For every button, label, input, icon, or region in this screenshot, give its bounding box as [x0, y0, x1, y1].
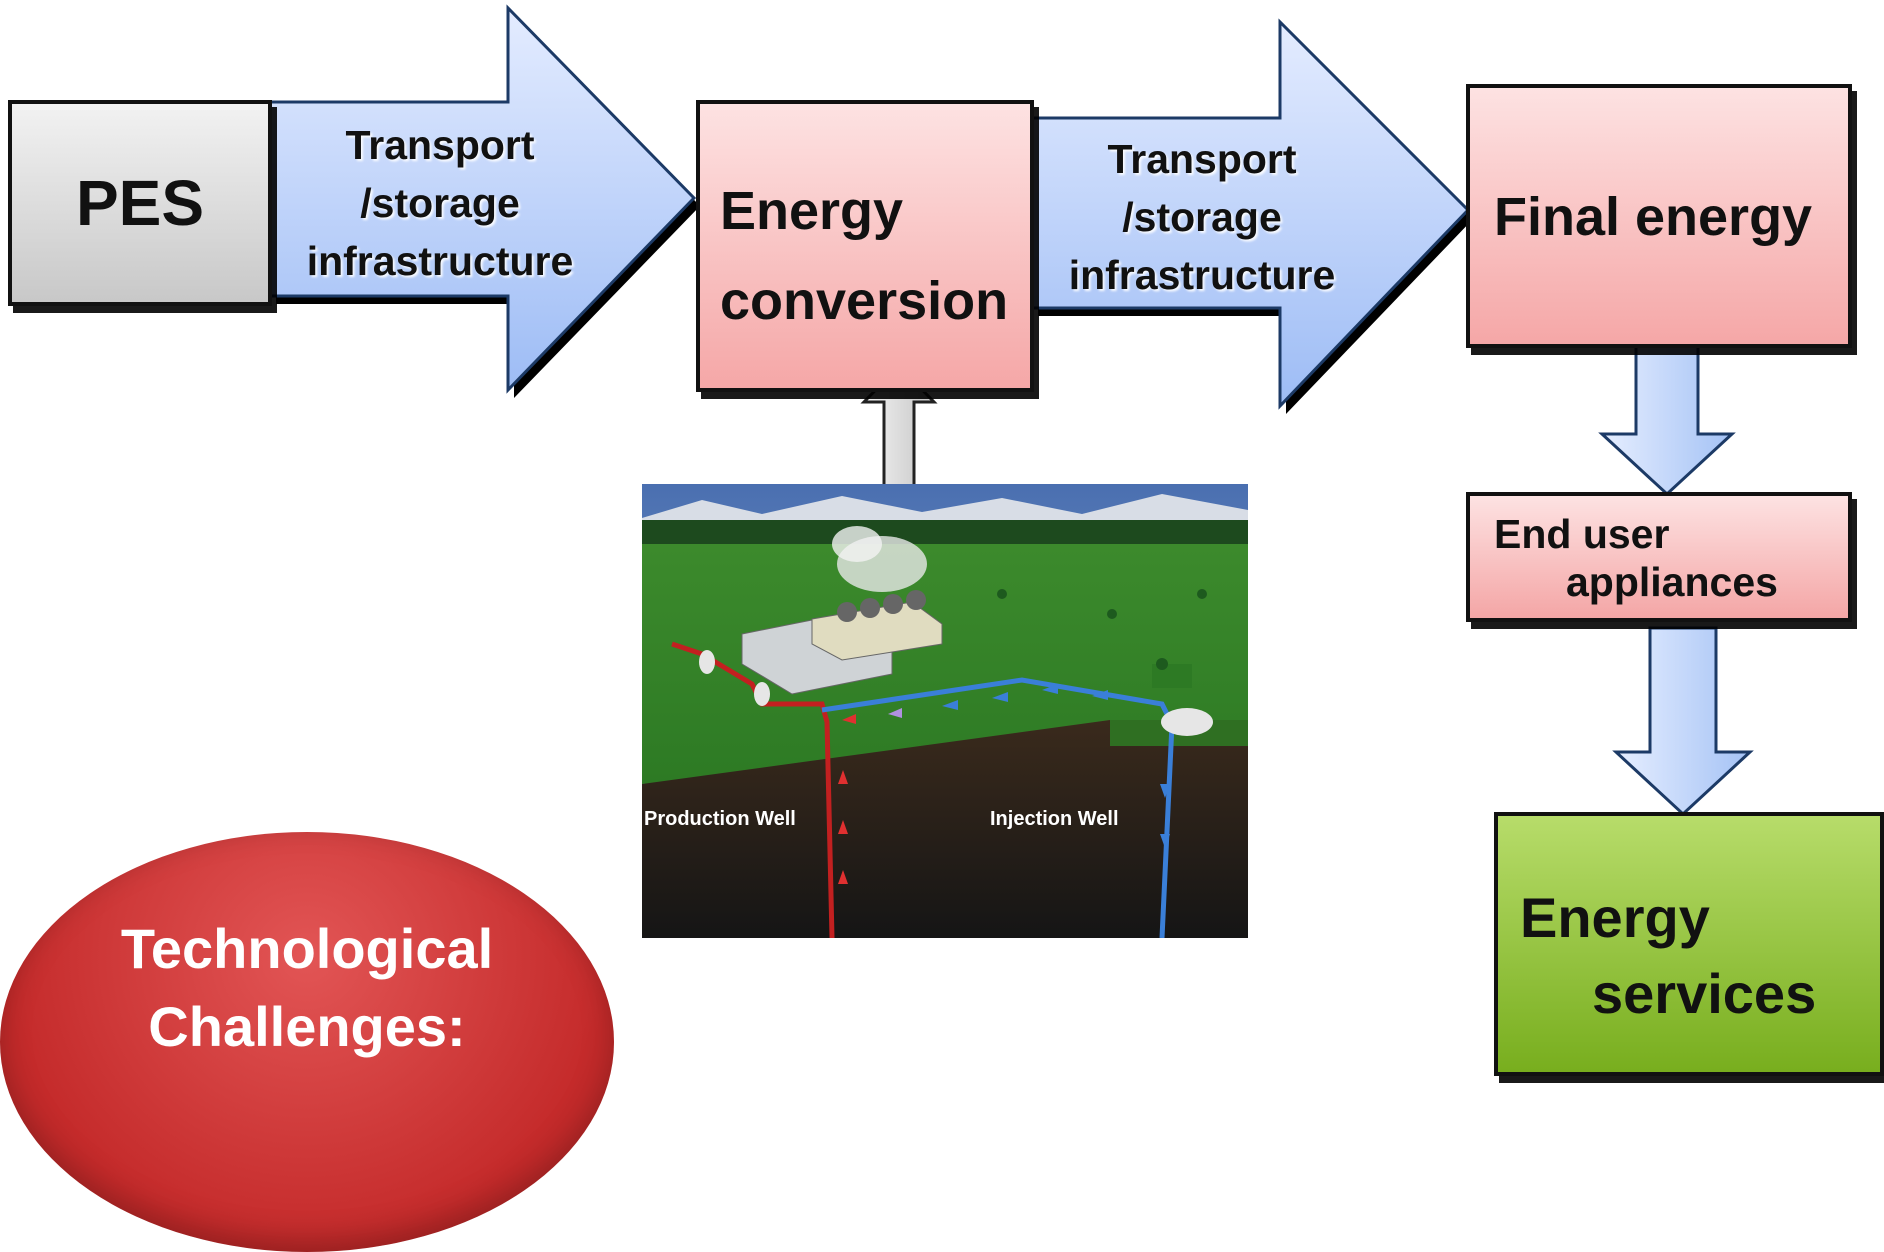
- transport-arrow-2: [1030, 18, 1471, 410]
- pes-box: PES: [8, 100, 272, 306]
- transport-1-line3: infrastructure: [306, 238, 574, 284]
- production-well-label: Production Well: [644, 808, 796, 830]
- transport-2-line2: /storage: [1122, 194, 1282, 240]
- callout-line1: Technological: [120, 917, 494, 980]
- final-energy-label: Final energy: [1494, 187, 1813, 247]
- transport-arrow-1-text: Transport /storage infrastructure: [290, 116, 590, 290]
- arrow-layer: [268, 4, 1754, 817]
- down-arrow-2: [1612, 626, 1754, 817]
- transport-arrow-1: [268, 4, 697, 394]
- end-user-label-line1: End user: [1494, 511, 1670, 557]
- injection-well-label: Injection Well: [990, 808, 1119, 830]
- conversion-label-line2: conversion: [720, 271, 1009, 331]
- transport-1-line2: /storage: [360, 180, 520, 226]
- energy-services-box: Energy services: [1494, 812, 1884, 1076]
- callout-line2: Challenges:: [148, 995, 466, 1058]
- final-energy-box: Final energy: [1466, 84, 1852, 348]
- energy-conversion-box: Energy conversion: [696, 100, 1034, 392]
- services-label-line2: services: [1592, 962, 1817, 1025]
- transport-arrow-2-text: Transport /storage infrastructure: [1052, 130, 1352, 304]
- transport-1-line1: Transport: [345, 122, 535, 168]
- transport-2-line1: Transport: [1107, 136, 1297, 182]
- transport-2-line3: infrastructure: [1068, 252, 1336, 298]
- technological-challenges-callout: Technological Challenges:: [0, 832, 614, 1252]
- pes-label: PES: [75, 167, 205, 239]
- services-label-line1: Energy: [1520, 886, 1710, 949]
- geothermal-plant-image: Production Well Injection Well: [642, 484, 1248, 938]
- end-user-label-line2: appliances: [1566, 559, 1778, 605]
- geothermal-illustration: [642, 484, 1248, 938]
- end-user-appliances-box: End user appliances: [1466, 492, 1852, 622]
- conversion-label-line1: Energy: [720, 181, 904, 241]
